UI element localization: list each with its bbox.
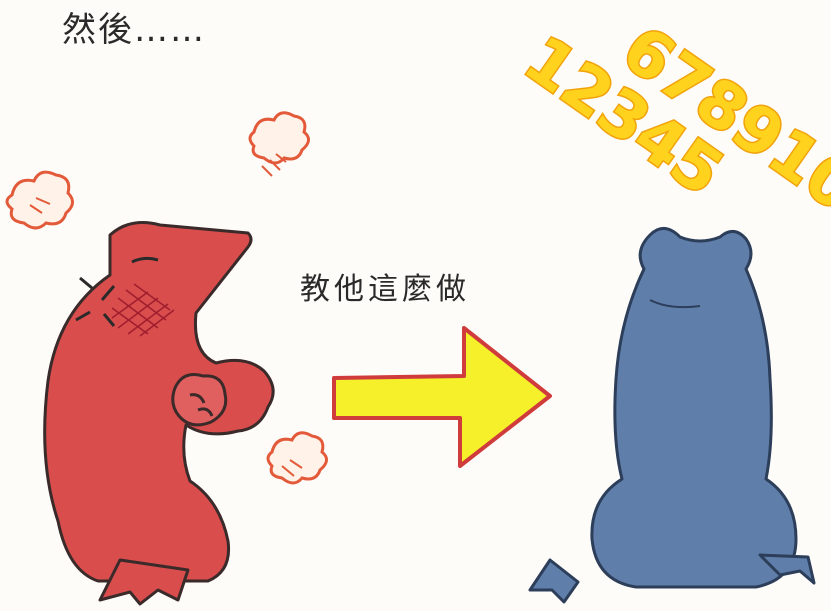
blue-frog — [528, 227, 816, 604]
caption-top: 然後…… — [62, 10, 206, 50]
steam-puffs — [5, 111, 328, 485]
steam-puff-icon — [5, 170, 74, 230]
steam-puff-icon — [248, 111, 310, 177]
counting-numbers: 678910 12345 — [509, 11, 831, 228]
steam-puff-icon — [266, 431, 328, 485]
anger-icon — [75, 276, 116, 327]
caption-middle: 教他這麼做 — [300, 272, 470, 307]
closed-eye — [131, 256, 159, 264]
blush — [111, 283, 175, 337]
red-frog — [43, 221, 275, 606]
arrow-icon — [332, 326, 552, 468]
